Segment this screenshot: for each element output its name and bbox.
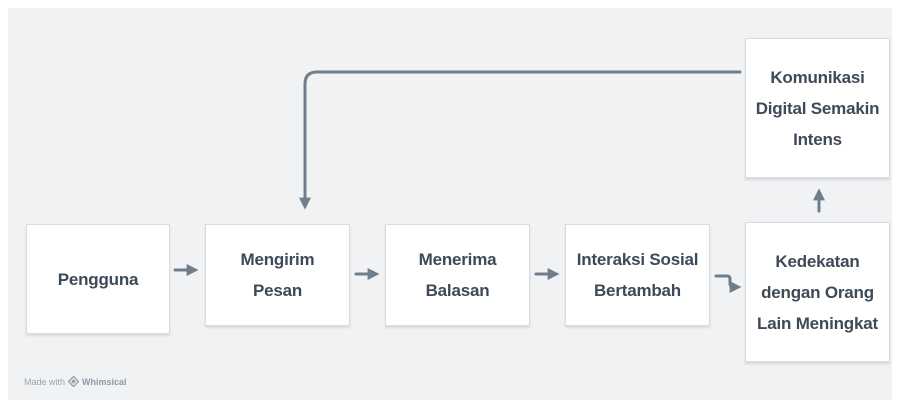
node-menerima-balasan[interactable]: Menerima Balasan	[385, 224, 530, 326]
made-with-whimsical-watermark[interactable]: Made with Whimsical	[24, 376, 127, 387]
edge-interaksi-sosial-to-kedekatan	[714, 274, 742, 293]
watermark-prefix: Made with	[24, 376, 66, 387]
node-kedekatan-meningkat[interactable]: Kedekatan dengan Orang Lain Meningkat	[745, 222, 890, 362]
node-mengirim-pesan[interactable]: Mengirim Pesan	[205, 224, 350, 326]
watermark-brand: Whimsical	[82, 376, 127, 387]
node-pengguna[interactable]: Pengguna	[26, 224, 170, 334]
edge-komunikasi-digital-to-mengirim-pesan	[299, 70, 742, 210]
node-komunikasi-digital-intens[interactable]: Komunikasi Digital Semakin Intens	[745, 38, 890, 178]
node-interaksi-sosial-bertambah[interactable]: Interaksi Sosial Bertambah	[565, 224, 710, 326]
whimsical-logo-icon	[68, 376, 80, 387]
